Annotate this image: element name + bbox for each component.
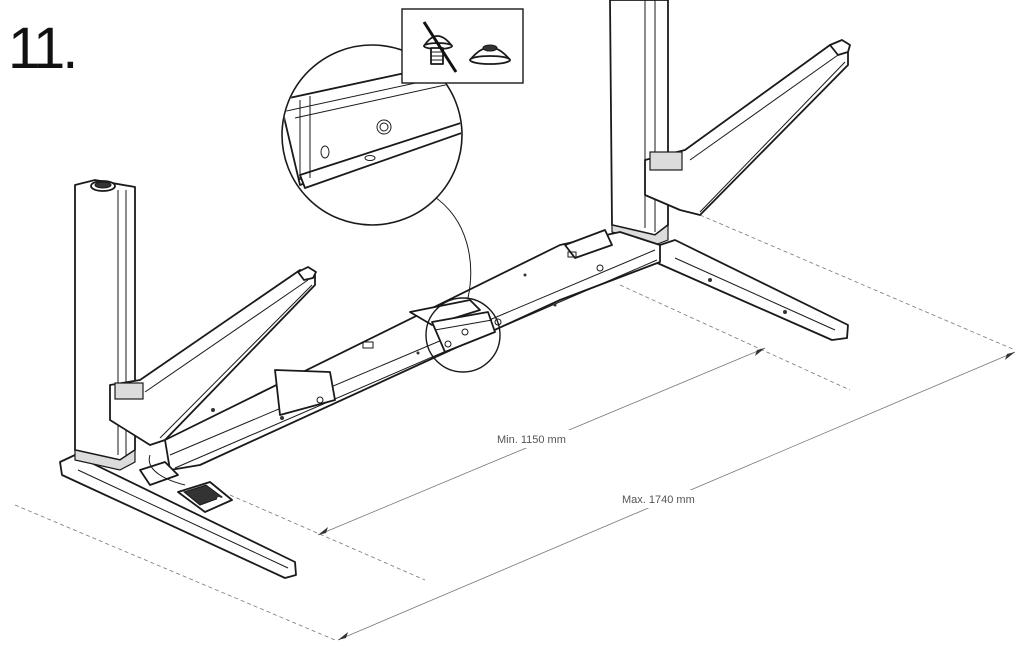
washer-cap-icon [469,44,511,65]
detail-callout-large [281,44,463,226]
right-foot [654,239,849,341]
extension-lines [14,214,1016,641]
right-top-arm [644,39,851,216]
parts-inset [401,8,524,84]
arrow-head-icon [338,632,348,640]
right-column [609,0,669,246]
arrow-head-icon [755,348,765,356]
detail-callout-small [425,297,501,373]
center-beam [164,229,661,471]
callout-leader-line [431,194,472,299]
dimension-min: Min. 1150 mm [317,347,766,536]
left-foot [59,454,297,579]
arrow-head-icon [1005,352,1015,360]
dimension-max-label: Max. 1740 mm [622,494,695,506]
hand-control[interactable] [148,454,233,513]
dimension-max: Max. 1740 mm [337,351,1016,641]
left-top-arm [109,266,317,446]
dimension-min-label: Min. 1150 mm [497,434,566,446]
crossed-out-screw-icon [422,21,458,73]
arrow-head-icon [318,527,328,535]
step-number: 11. [8,16,78,81]
